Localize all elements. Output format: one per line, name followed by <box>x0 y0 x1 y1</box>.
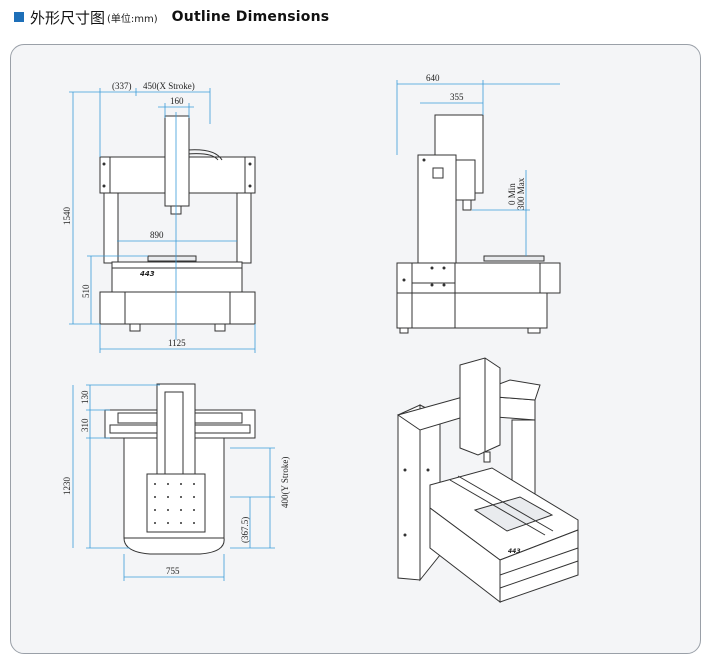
dim-160: 160 <box>170 96 184 106</box>
top-worktable <box>146 473 206 533</box>
side-view: 640 355 0 Min 300 Max <box>396 73 561 334</box>
side-table <box>396 262 548 294</box>
dim-310: 310 <box>80 418 90 432</box>
dim-755: 755 <box>166 566 180 576</box>
dim-337: (337) <box>112 81 132 91</box>
dim-1230: 1230 <box>62 477 72 496</box>
front-base <box>99 291 256 325</box>
dim-1125: 1125 <box>168 338 186 348</box>
front-view: 443 (337) 450(X Stroke) 160 1540 890 510… <box>62 81 256 353</box>
top-view: 130 310 1230 400(Y Stroke) (367.5) 755 <box>62 383 290 581</box>
dim-355: 355 <box>450 92 464 102</box>
dim-130: 130 <box>80 390 90 404</box>
front-right-leg <box>236 192 252 264</box>
iso-left-column <box>397 404 421 581</box>
dim-510: 510 <box>81 284 91 298</box>
dim-367: (367.5) <box>240 517 250 543</box>
iso-logo: 443 <box>508 548 521 555</box>
front-worktable <box>111 261 243 293</box>
unit-label: (单位:mm) <box>107 13 158 25</box>
title-en: Outline Dimensions <box>171 9 330 25</box>
front-z-column <box>164 115 190 207</box>
section-header: 外形尺寸图 (单位:mm) Outline Dimensions <box>14 6 329 28</box>
iso-view: 443 <box>396 357 579 604</box>
section-bullet-icon <box>14 12 24 22</box>
side-base <box>396 292 548 329</box>
dim-890: 890 <box>150 230 164 240</box>
iso-z-head <box>459 357 501 456</box>
front-left-leg <box>103 192 119 264</box>
front-logo: 443 <box>140 270 155 278</box>
dim-400: 400(Y Stroke) <box>280 457 290 508</box>
dim-450: 450(X Stroke) <box>143 81 195 91</box>
dim-1540: 1540 <box>62 207 72 226</box>
title-zh: 外形尺寸图 <box>30 8 106 27</box>
dim-300max: 300 Max <box>516 177 526 210</box>
dim-640: 640 <box>426 73 440 83</box>
dim-0min: 0 Min <box>507 183 517 205</box>
